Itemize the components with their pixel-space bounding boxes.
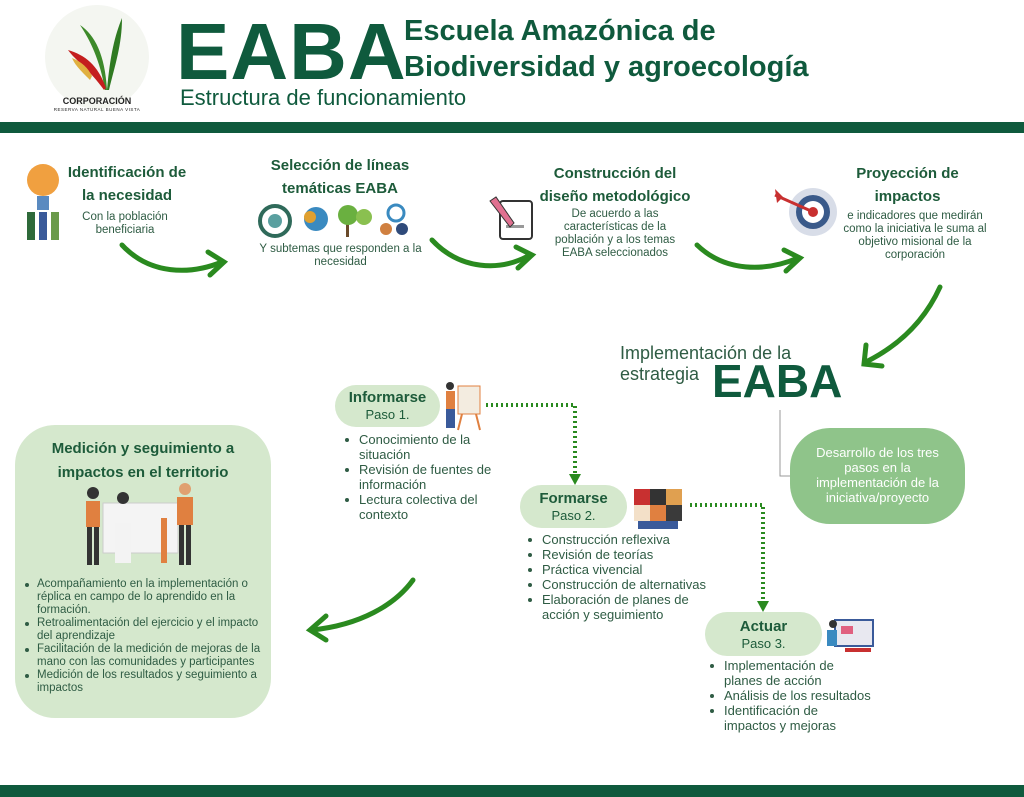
phase-name: Informarse — [348, 389, 427, 406]
team-screen-icon — [827, 619, 874, 652]
leaf-logo-icon — [68, 18, 122, 90]
thematic-lines-icons — [258, 203, 408, 238]
target-dart-icon — [774, 188, 837, 236]
list-item: Retroalimentación del ejercicio y el imp… — [23, 617, 263, 643]
phase-step: Paso 3. — [741, 636, 786, 651]
phase-step: Paso 2. — [551, 508, 596, 523]
school-name-line1: Escuela Amazónica de — [404, 15, 716, 47]
team-board-illustration — [86, 483, 193, 565]
measurement-box: Medición y seguimiento a impactos en el … — [15, 425, 271, 718]
list-item: Conocimiento de la situación — [343, 432, 518, 462]
measurement-title: Medición y seguimiento a impactos en el … — [51, 440, 235, 481]
logo-org-text: CORPORACIÓN — [62, 96, 132, 106]
arrow-to-measurement — [309, 577, 416, 633]
list-item: Revisión de fuentes de información — [343, 462, 518, 492]
school-name-line2: Biodiversidad y agroecología — [404, 51, 809, 83]
implementation-line2: estrategia — [620, 364, 700, 384]
step-1-title: Identificación de la necesidad — [67, 164, 187, 204]
implementation-note: Desarrollo de los tres pasos en la imple… — [790, 428, 965, 524]
step-3-subtitle: De acuerdo a las características de la p… — [554, 208, 676, 259]
note-connector — [779, 410, 790, 477]
acronym-title: EABA — [176, 7, 407, 96]
list-item: Análisis de los resultados — [708, 688, 908, 703]
puzzle-team-icon — [634, 489, 682, 529]
list-item: Acompañamiento en la implementación o ré… — [23, 578, 263, 617]
phase-3-list: Implementación de planes de acción Análi… — [708, 658, 908, 733]
list-item: Revisión de teorías — [526, 547, 716, 562]
step-2-subtitle: Y subtemas que responden a la necesidad — [259, 243, 422, 268]
arrow-step4-to-implementation — [863, 284, 943, 365]
step-3-title: Construcción del diseño metodológico — [539, 165, 691, 205]
step-1-subtitle: Con la población beneficiaria — [82, 211, 168, 236]
list-item: Facilitación de la medición de mejoras d… — [23, 643, 263, 669]
lightbulb-people-icon — [27, 164, 59, 240]
logo-sub-text: RESERVA NATURAL BUENA VISTA — [53, 107, 141, 112]
page-subtitle: Estructura de funcionamiento — [180, 85, 467, 110]
step-4-title: Proyección de impactos — [856, 165, 959, 205]
presenter-easel-icon — [446, 382, 481, 431]
list-item: Elaboración de planes de acción y seguim… — [526, 592, 716, 622]
arrow-step1-to-step2 — [119, 242, 225, 273]
arrow-step2-to-step3 — [429, 237, 533, 269]
header-divider — [0, 122, 1024, 133]
list-item: Medición de los resultados y seguimiento… — [23, 669, 263, 695]
phase-name: Actuar — [739, 618, 788, 635]
phase-2-list: Construcción reflexiva Revisión de teorí… — [526, 532, 716, 622]
list-item: Práctica vivencial — [526, 562, 716, 577]
arrow-step3-to-step4 — [694, 242, 801, 270]
implementation-line1: Implementación de la — [620, 343, 792, 363]
measurement-list: Acompañamiento en la implementación o ré… — [23, 578, 263, 695]
list-item: Implementación de planes de acción — [708, 658, 868, 688]
implementation-acronym: EABA — [712, 355, 843, 407]
phase-step: Paso 1. — [365, 407, 410, 422]
list-item: Construcción de alternativas — [526, 577, 716, 592]
list-item: Lectura colectiva del contexto — [343, 492, 518, 522]
phase-1-list: Conocimiento de la situación Revisión de… — [343, 432, 518, 522]
phase-name: Formarse — [539, 490, 608, 507]
footer-bar — [0, 785, 1024, 797]
list-item: Identificación de impactos y mejoras — [708, 703, 868, 733]
step-4-subtitle: e indicadores que medirán como la inicia… — [843, 210, 987, 261]
step-2-title: Selección de líneas temáticas EABA — [270, 157, 410, 197]
list-item: Construcción reflexiva — [526, 532, 716, 547]
document-pencil-icon — [489, 196, 533, 240]
